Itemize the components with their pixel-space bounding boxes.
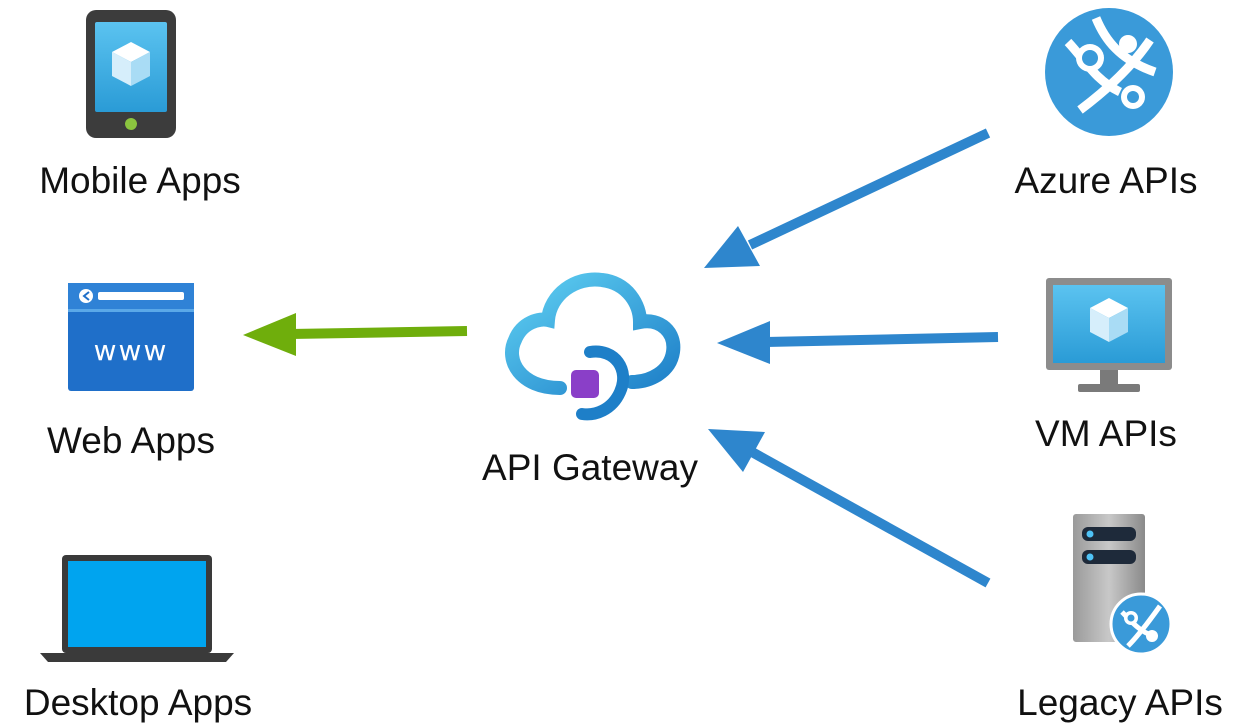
gateway-to-web-arrow	[243, 313, 468, 356]
api-gateway-label: API Gateway	[482, 447, 698, 488]
browser-www-icon: www	[68, 283, 194, 391]
desktop-apps-node: Desktop Apps	[24, 555, 252, 723]
cloud-gateway-icon	[505, 272, 681, 421]
legacy-apis-label: Legacy APIs	[1017, 682, 1223, 723]
mobile-phone-icon	[86, 10, 176, 138]
mobile-apps-node: Mobile Apps	[39, 10, 241, 201]
vm-apis-label: VM APIs	[1035, 413, 1177, 454]
desktop-apps-label: Desktop Apps	[24, 682, 252, 723]
virtual-machine-monitor-icon	[1046, 278, 1172, 392]
web-apps-label: Web Apps	[47, 420, 215, 461]
legacy-to-gateway-arrow	[708, 429, 991, 588]
azure-apis-label: Azure APIs	[1014, 160, 1197, 201]
api-gateway-node: API Gateway	[482, 272, 698, 488]
legacy-apis-node: Legacy APIs	[1017, 514, 1223, 723]
azure-apis-node: Azure APIs	[1014, 8, 1198, 201]
azure-globe-icon	[1045, 8, 1173, 136]
web-apps-node: www Web Apps	[47, 283, 215, 461]
vm-apis-node: VM APIs	[1035, 278, 1177, 454]
server-globe-icon	[1073, 514, 1173, 656]
vm-to-gateway-arrow	[717, 321, 999, 364]
mobile-apps-label: Mobile Apps	[39, 160, 241, 201]
laptop-icon	[40, 555, 234, 662]
azure-to-gateway-arrow	[704, 128, 991, 268]
www-text: www	[94, 334, 169, 367]
